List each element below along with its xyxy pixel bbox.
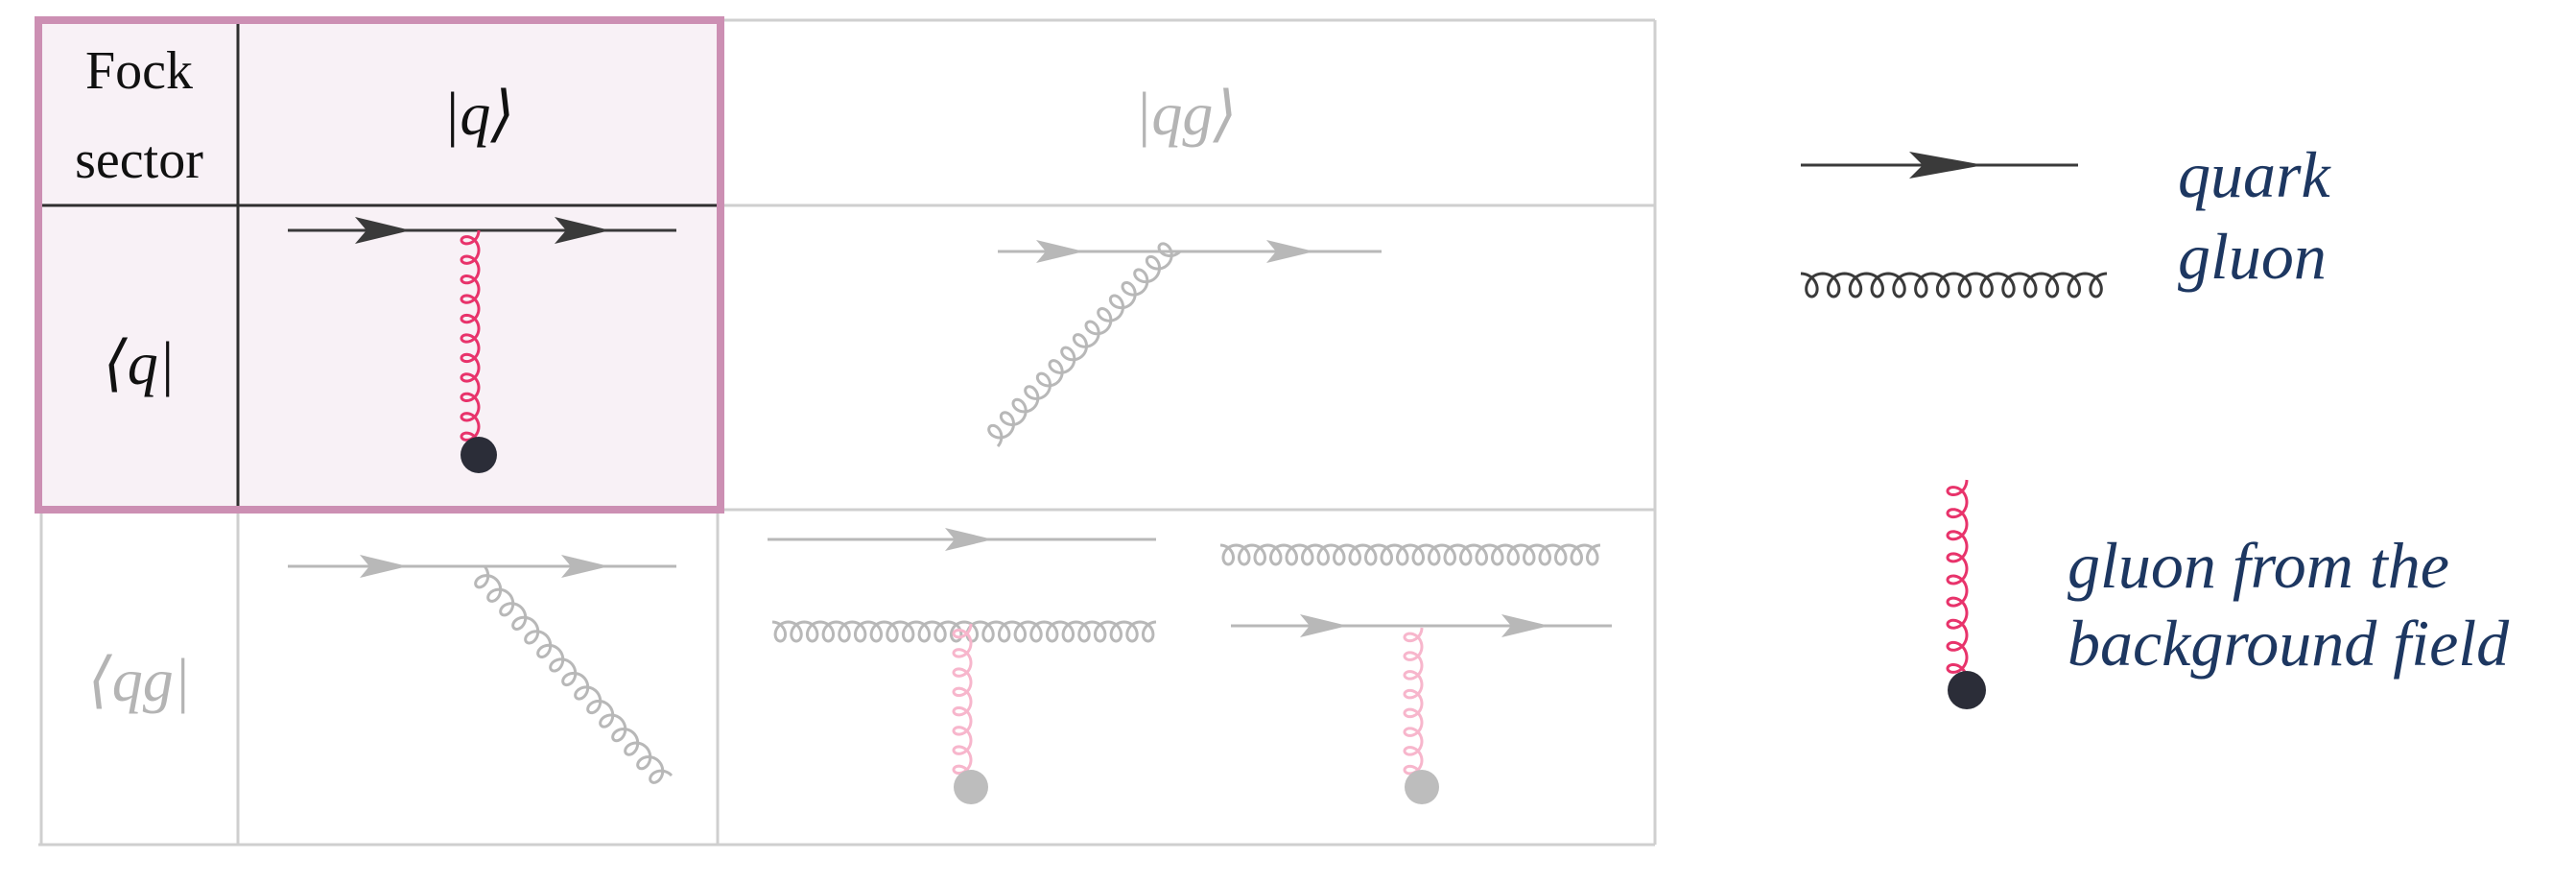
diagram-qg-qg-quark-scatter bbox=[1219, 543, 1612, 804]
background-blob bbox=[1948, 671, 1986, 709]
diagram-qg-qg-gluon-scatter bbox=[768, 528, 1157, 804]
diagram-q-qg bbox=[987, 240, 1382, 447]
diagram-q-q bbox=[288, 217, 676, 473]
legend-quark-label: quark bbox=[2178, 138, 2331, 211]
legend-background-label-line2: background field bbox=[2068, 607, 2510, 680]
legend-background-label-line1: gluon from the bbox=[2068, 529, 2449, 602]
corner-header-line2: sector bbox=[75, 131, 203, 190]
background-blob-faded bbox=[954, 770, 988, 804]
row-header-bra-q: ⟨q| bbox=[104, 329, 176, 397]
background-blob bbox=[461, 437, 497, 473]
corner-header-line1: Fock bbox=[85, 41, 193, 101]
legend-background-gluon bbox=[1946, 479, 1986, 709]
highlight-border bbox=[35, 16, 724, 514]
table-grid bbox=[35, 16, 1657, 847]
column-header-ket-q: |q⟩ bbox=[443, 80, 515, 148]
background-blob-faded bbox=[1405, 770, 1439, 804]
legend-gluon-line bbox=[1800, 272, 2108, 299]
diagram-qg-q bbox=[288, 555, 676, 784]
legend-gluon-label: gluon bbox=[2178, 220, 2327, 293]
legend: quark gluon gluon from the background fi… bbox=[1800, 138, 2510, 709]
column-header-ket-qg: |qg⟩ bbox=[1135, 80, 1238, 148]
legend-quark-line bbox=[1801, 152, 2078, 179]
highlight-fill bbox=[38, 20, 721, 510]
row-header-bra-qg: ⟨qg| bbox=[88, 646, 191, 714]
